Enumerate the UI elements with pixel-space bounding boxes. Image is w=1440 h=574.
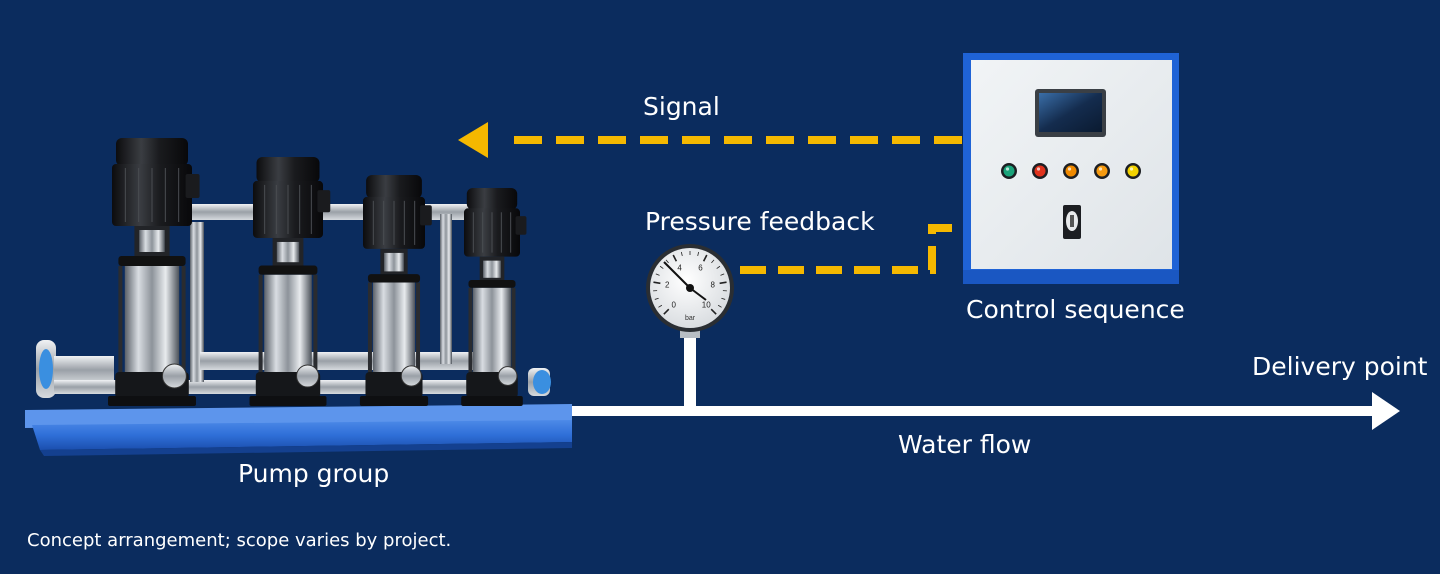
- gauge-tick: [659, 265, 664, 269]
- vertical-multistage-pump-icon: [461, 188, 527, 406]
- pump-group-label: Pump group: [238, 459, 390, 488]
- gauge-tick-label: 4: [677, 264, 682, 273]
- indicator-light-icon: [1127, 165, 1139, 177]
- gauge-tick: [680, 251, 683, 257]
- indicator-light-glint: [1098, 167, 1103, 171]
- delivery-point-label: Delivery point: [1252, 352, 1428, 381]
- gauge-tick: [654, 297, 659, 300]
- pressure-feedback-label: Pressure feedback: [645, 207, 875, 236]
- indicator-light-icon: [1003, 165, 1015, 177]
- indicator-light-glint: [1067, 167, 1072, 171]
- gauge-tick: [721, 297, 726, 300]
- control-sequence-label: Control sequence: [966, 295, 1185, 324]
- gauge-tick-label: 6: [698, 264, 703, 273]
- vertical-multistage-pump-icon: [108, 138, 200, 406]
- gauge-tick: [663, 308, 670, 315]
- signal-arrow-icon: [458, 122, 488, 158]
- gauge-tick: [719, 281, 727, 285]
- vertical-multistage-pump-icon: [249, 157, 331, 406]
- gauge-tick: [672, 254, 678, 262]
- selector-switch-icon: [1063, 205, 1081, 239]
- delivery-arrow-icon: [1372, 392, 1400, 430]
- pump-group-icon: [25, 138, 572, 456]
- indicator-light-icon: [1096, 165, 1108, 177]
- hmi-screen-icon: [1035, 89, 1106, 137]
- indicator-light-glint: [1129, 167, 1134, 171]
- signal-label: Signal: [643, 92, 720, 121]
- gauge-tick: [717, 304, 722, 308]
- gauge-tick-label: 0: [672, 300, 677, 309]
- gauge-tick: [697, 251, 700, 257]
- gauge-tick: [658, 304, 663, 308]
- gauge-tick: [720, 273, 725, 276]
- indicator-light-icon: [1065, 165, 1077, 177]
- gauge-tick: [716, 265, 721, 269]
- gauge-unit: bar: [685, 315, 696, 322]
- footnote: Concept arrangement; scope varies by pro…: [27, 530, 452, 551]
- indicator-light-icon: [1034, 165, 1046, 177]
- gauge-tick-label: 8: [710, 280, 715, 289]
- signal-line: [458, 122, 962, 158]
- pressure-feedback-line: [740, 224, 964, 274]
- indicator-light-glint: [1005, 167, 1010, 171]
- gauge-tick: [655, 273, 660, 276]
- gauge-tick: [710, 308, 717, 315]
- gauge-tick: [665, 259, 669, 264]
- gauge-tick: [711, 259, 715, 264]
- control-panel-icon: [963, 53, 1179, 284]
- pump-units: [108, 138, 527, 406]
- water-flow-line: [560, 392, 1400, 430]
- water-flow-label: Water flow: [898, 430, 1032, 459]
- gauge-tick: [702, 254, 708, 262]
- indicator-light-glint: [1036, 167, 1041, 171]
- gauge-tick: [653, 281, 661, 285]
- gauge-tick-label: 10: [702, 300, 711, 309]
- vertical-multistage-pump-icon: [359, 175, 432, 406]
- gauge-scale: 0 24 68 10: [653, 251, 727, 315]
- indicator-lights: [1001, 163, 1141, 179]
- gauge-tick-label: 2: [665, 280, 670, 289]
- pressure-gauge-icon: 0 24 68 10 bar: [646, 244, 734, 408]
